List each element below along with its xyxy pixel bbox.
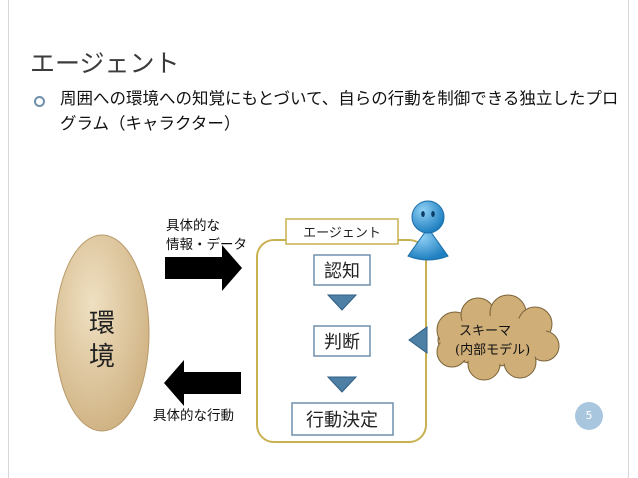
environment-ellipse <box>54 234 150 432</box>
slide-title: エージェント <box>30 49 180 78</box>
flow-down-triangle-icon <box>326 294 358 311</box>
schema-label-1: スキーマ <box>459 324 511 339</box>
judgment-box <box>313 325 371 357</box>
perception-label: 認知 <box>324 261 360 282</box>
environment-label-2: 境 <box>89 342 115 372</box>
decision-box <box>291 402 394 436</box>
page-number-badge: 5 <box>575 402 603 430</box>
schema-cloud-icon <box>436 294 560 381</box>
output-arrow-icon <box>164 360 241 406</box>
agent-label-box <box>285 218 399 245</box>
judgment-label: 判断 <box>324 332 360 353</box>
slide-right-rule <box>628 0 629 478</box>
flow-down-triangle-icon <box>326 376 358 393</box>
slide-left-rule <box>8 0 9 478</box>
input-label-2: 情報・データ <box>166 236 247 253</box>
bullet-text: 周囲への環境への知覚にもとづいて、自らの行動を制御できる独立したプログラム（キャ… <box>60 89 619 133</box>
input-label-1: 具体的な <box>166 218 220 234</box>
agent-figure-icon <box>407 200 449 261</box>
schema-pointer-triangle-icon <box>408 326 428 354</box>
output-label: 具体的な行動 <box>153 408 234 424</box>
agent-label: エージェント <box>303 226 381 241</box>
environment-label-1: 環 <box>89 309 115 339</box>
schema-label-2: (内部モデル) <box>455 342 530 358</box>
bullet-circle-icon <box>34 96 45 107</box>
decision-label: 行動決定 <box>306 410 378 431</box>
perception-box <box>313 254 371 286</box>
input-arrow-icon <box>165 245 242 291</box>
